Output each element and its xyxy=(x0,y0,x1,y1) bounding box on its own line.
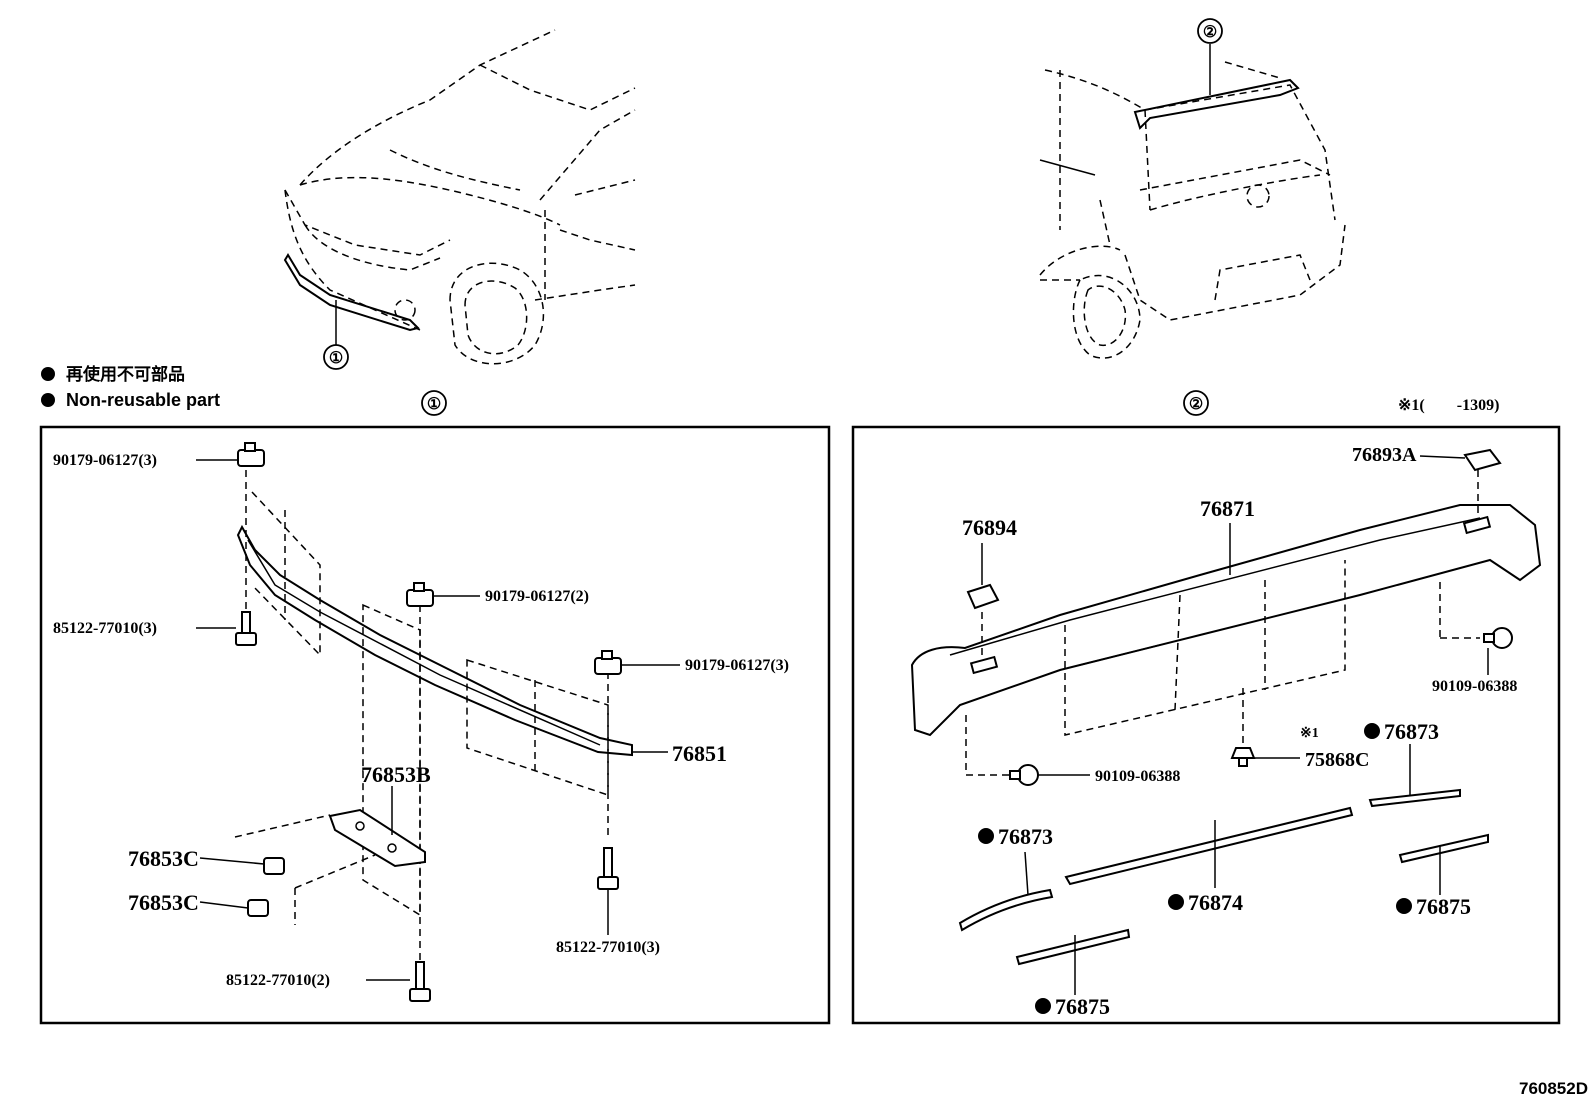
front-panel-frame xyxy=(39,425,831,1025)
label-clip-90179-a: 90179-06127(3) xyxy=(53,452,157,469)
clip-icon xyxy=(406,582,434,607)
label-bracket-76853b: 76853B xyxy=(361,762,431,787)
front-panel-parts xyxy=(196,442,680,1002)
label-screw-90109-right: 90109-06388 xyxy=(1432,678,1517,695)
label-tape-76874: 76874 xyxy=(1188,890,1243,915)
front-panel-labels: 90179-06127(3) 85122-77010(3) 90179-0612… xyxy=(53,452,789,989)
label-tape-76875-a: 76875 xyxy=(1416,894,1471,919)
non-reusable-dot-icon xyxy=(978,828,994,844)
label-clip-90179-b: 90179-06127(2) xyxy=(485,588,589,605)
cap-part xyxy=(247,899,269,917)
tape-part xyxy=(1064,806,1354,886)
label-cap-76853c-1: 76853C xyxy=(128,846,199,871)
legend-jp: 再使用不可部品 xyxy=(66,364,185,384)
front-car-marker: ① xyxy=(329,350,343,367)
bolt-icon xyxy=(409,961,431,1002)
drawing-number: 760852D xyxy=(1519,1079,1588,1098)
rear-panel-marker: ② xyxy=(1189,396,1203,413)
label-cap-76853c-2: 76853C xyxy=(128,890,199,915)
label-bolt-85122-a: 85122-77010(3) xyxy=(53,620,157,637)
tape-part xyxy=(1368,788,1461,808)
clip-icon xyxy=(594,650,622,675)
cover-part xyxy=(1463,448,1502,472)
cap-part xyxy=(263,857,285,875)
label-clip-75868c: 75868C xyxy=(1305,749,1369,771)
applicability-note: ※1( -1309) xyxy=(1398,397,1499,414)
clip-part xyxy=(1230,747,1256,759)
non-reusable-dot-icon xyxy=(1364,723,1380,739)
screw-icon xyxy=(1483,627,1513,649)
non-reusable-dot-icon xyxy=(41,367,55,381)
screw-icon xyxy=(1009,764,1039,786)
rear-panel-labels: 76893A 76871 76894 90109-06388 ※1 75868C… xyxy=(962,444,1517,1019)
rear-car-illustration: ② xyxy=(1039,18,1346,359)
rear-panel-parts xyxy=(910,448,1542,995)
non-reusable-dot-icon xyxy=(1396,898,1412,914)
front-molding-part xyxy=(236,524,633,757)
label-cover-76894: 76894 xyxy=(962,515,1017,540)
legend-en: Non-reusable part xyxy=(66,390,220,410)
front-panel-marker: ① xyxy=(427,396,441,413)
non-reusable-dot-icon xyxy=(1035,998,1051,1014)
non-reusable-dot-icon xyxy=(41,393,55,407)
label-molding-76851: 76851 xyxy=(672,741,727,766)
bolt-icon xyxy=(597,847,619,890)
cover-part xyxy=(966,583,1000,610)
label-tape-76875-b: 76875 xyxy=(1055,994,1110,1019)
label-tape-76873-b: 76873 xyxy=(998,824,1053,849)
tape-part xyxy=(958,888,1054,932)
note-marker: ※1 xyxy=(1300,726,1319,741)
bracket-part xyxy=(328,808,426,868)
tape-part xyxy=(1015,928,1131,966)
label-cover-76893a: 76893A xyxy=(1352,444,1417,466)
rear-car-marker: ② xyxy=(1203,24,1217,41)
label-clip-90179-c: 90179-06127(3) xyxy=(685,657,789,674)
label-screw-90109-left: 90109-06388 xyxy=(1095,768,1180,785)
label-spoiler-76871: 76871 xyxy=(1200,496,1255,521)
clip-icon xyxy=(237,442,265,467)
tape-part xyxy=(1398,833,1489,864)
label-bolt-85122-c: 85122-77010(2) xyxy=(226,972,330,989)
label-tape-76873-a: 76873 xyxy=(1384,719,1439,744)
label-bolt-85122-b: 85122-77010(3) xyxy=(556,939,660,956)
non-reusable-dot-icon xyxy=(1168,894,1184,910)
bolt-icon xyxy=(235,611,257,646)
rear-panel-frame xyxy=(851,425,1561,1025)
legend: 再使用不可部品 Non-reusable part xyxy=(41,364,220,410)
front-car-illustration: ① xyxy=(283,29,636,370)
